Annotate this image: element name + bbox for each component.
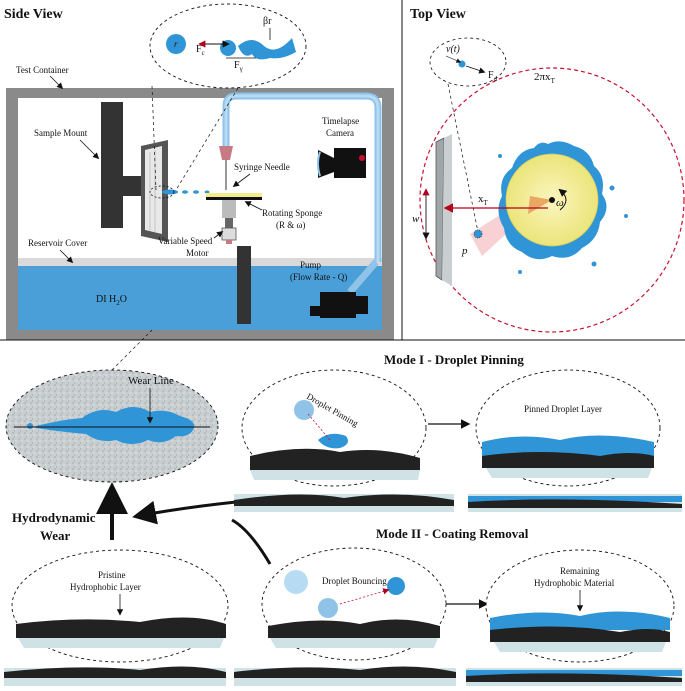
pump-label-2: (Flow Rate - Q) bbox=[290, 272, 347, 282]
rotating-sponge-label-2: (R & ω) bbox=[276, 220, 305, 230]
rotating-sponge-label-1: Rotating Sponge bbox=[262, 208, 322, 218]
xt-label: xT bbox=[478, 193, 489, 207]
hydrodynamic-label-2: Wear bbox=[40, 528, 71, 543]
side-view-title: Side View bbox=[4, 7, 64, 22]
droplet-bouncing-inset bbox=[261, 547, 447, 661]
velocity-label: v(t) bbox=[446, 44, 461, 55]
inset-beta-r: βr bbox=[263, 16, 272, 27]
di-water-label: DI H2O bbox=[96, 294, 127, 307]
pump bbox=[310, 292, 368, 318]
mode1-title: Mode I - Droplet Pinning bbox=[384, 352, 524, 367]
wear-line-label: Wear Line bbox=[128, 375, 174, 387]
inset-r: r bbox=[174, 39, 178, 49]
circumference-label: 2πxT bbox=[534, 71, 556, 85]
top-view-title: Top View bbox=[410, 7, 467, 22]
motor-stand bbox=[237, 246, 251, 324]
reservoir-cover-label: Reservoir Cover bbox=[28, 238, 87, 248]
timelapse-camera bbox=[317, 148, 366, 178]
wear-line-droplet bbox=[27, 407, 195, 444]
force-inset bbox=[149, 3, 307, 89]
pinned-layer-label: Pinned Droplet Layer bbox=[524, 404, 602, 414]
pristine-label-2: Hydrophobic Layer bbox=[70, 582, 141, 592]
pump-label-1: Pump bbox=[300, 260, 322, 270]
w-label: w bbox=[412, 213, 420, 225]
mode2-title: Mode II - Coating Removal bbox=[376, 526, 529, 541]
camera-label-1: Timelapse bbox=[322, 116, 359, 126]
syringe-needle bbox=[219, 146, 233, 190]
inset-fy: Fγ bbox=[234, 60, 243, 73]
inset-fc: Fc bbox=[196, 44, 205, 57]
syringe-needle-label: Syringe Needle bbox=[234, 162, 290, 172]
droplet-stream bbox=[149, 185, 210, 199]
hydrodynamic-label-1: Hydrodynamic bbox=[12, 510, 96, 525]
drag-force-label: Fd bbox=[488, 70, 498, 83]
test-container-label: Test Container bbox=[16, 65, 69, 75]
remaining-label-2: Hydrophobic Material bbox=[534, 578, 615, 588]
sponge bbox=[498, 141, 607, 260]
mode1-pinning-inset bbox=[241, 369, 427, 487]
p-label: p bbox=[461, 245, 468, 257]
wear-track-circle bbox=[419, 67, 685, 333]
pristine-label-1: Pristine bbox=[98, 570, 126, 580]
omega-label: ω bbox=[556, 197, 564, 209]
remaining-label-1: Remaining bbox=[560, 566, 600, 576]
sample-mount bbox=[101, 102, 168, 242]
motor-label-1: Variable Speed bbox=[158, 236, 213, 246]
sample-mount-label: Sample Mount bbox=[34, 128, 88, 138]
mode1-pinned-layer-inset bbox=[475, 369, 661, 487]
camera-label-2: Camera bbox=[326, 128, 354, 138]
test-container bbox=[6, 88, 394, 340]
motor-label-2: Motor bbox=[186, 248, 209, 258]
rotating-sponge bbox=[206, 193, 262, 244]
droplet-bouncing-label: Droplet Bouncing bbox=[322, 576, 387, 586]
